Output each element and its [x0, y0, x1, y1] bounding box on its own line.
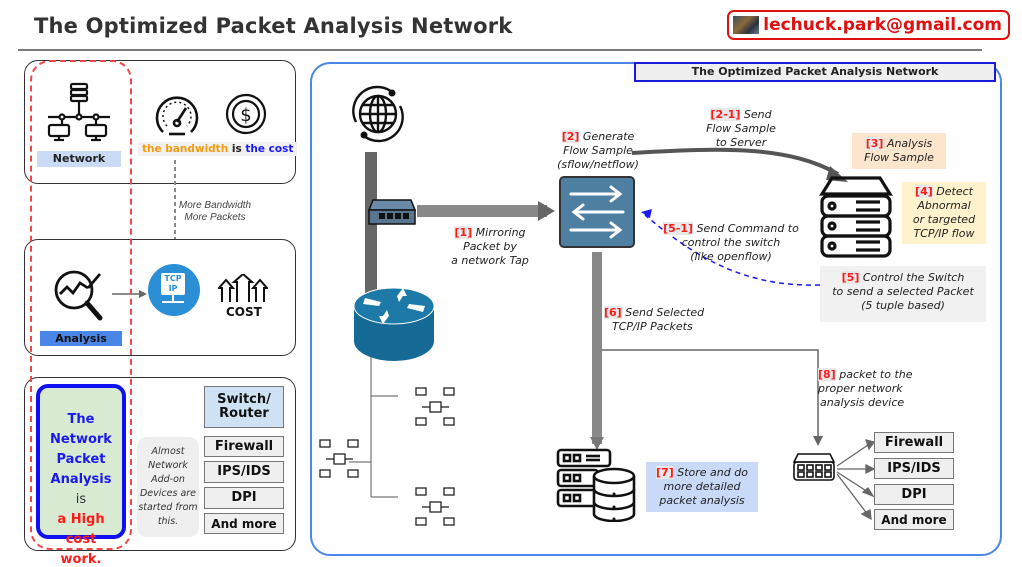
mirror-arrow-head	[538, 201, 555, 221]
storage-database-icon	[556, 448, 636, 522]
forward-arrow-head	[813, 436, 823, 446]
device-dpi: DPI	[204, 487, 284, 509]
step-1-mirroring: [1] Mirroring Packet by a network Tap	[451, 226, 529, 267]
analysis-label: Analysis	[40, 331, 122, 346]
cost-up-arrows-icon	[218, 274, 268, 302]
tcp-ip-screen: TCP IP	[161, 273, 185, 295]
speedometer-icon	[155, 96, 199, 136]
router-icon	[353, 287, 435, 361]
network-topology-icon	[47, 82, 110, 142]
step-5-control-switch: [5] Control the Switch to send a selecte…	[820, 266, 986, 322]
step-2-generate-flow: [2] Generate Flow Sample (sflow/netflow)	[557, 130, 639, 171]
sdn-switch-icon	[559, 176, 635, 248]
add-on-devices-note: Almost Network Add-on Devices are starte…	[137, 437, 199, 537]
analysis-focus-dashed-outline	[30, 60, 132, 550]
network-label: Network	[37, 151, 121, 167]
author-email: lechuck.park@gmail.com	[763, 15, 1002, 35]
step-5-1-send-command: [5-1] Send Command to control the switch…	[663, 222, 799, 263]
mirror-link	[417, 205, 547, 217]
control-command-arrow-head	[641, 209, 652, 218]
analysis-device-and-more: And more	[874, 509, 954, 530]
cost-label: COST	[226, 305, 262, 319]
store-arrow-head	[590, 437, 604, 450]
step-6-send-selected: [6] Send Selected TCP/IP Packets	[604, 306, 705, 333]
bandwidth-cost-caption: the bandwidth is the cost	[138, 142, 298, 156]
analysis-device-ips-ids: IPS/IDS	[874, 458, 954, 479]
step-2-1-send-flow: [2-1] Send Flow Sample to Server	[706, 108, 776, 149]
network-tap-icon	[367, 199, 417, 225]
subnet-icon	[319, 439, 359, 478]
is-text: is	[231, 143, 242, 155]
page-title: The Optimized Packet Analysis Network	[34, 14, 513, 38]
device-and-more: And more	[204, 513, 284, 534]
bandwidth-note: More Bandwidth More Packets	[170, 200, 260, 224]
analysis-server-icon	[819, 176, 893, 258]
forward-link	[602, 349, 819, 439]
packet-broker-icon	[792, 453, 836, 481]
cost-text: the cost	[245, 143, 294, 155]
bandwidth-note-line2: More Packets	[184, 212, 246, 223]
subnet-icon	[415, 387, 455, 426]
bandwidth-text: the bandwidth	[142, 143, 229, 155]
analysis-device-firewall: Firewall	[874, 432, 954, 453]
title-divider	[18, 49, 982, 51]
step-3-analysis-flow: [3] Analysis Flow Sample	[852, 133, 946, 169]
device-switch-router: Switch/ Router	[204, 386, 284, 428]
tcp-ip-icon: TCP IP	[148, 264, 200, 316]
dollar-coin-icon: $	[225, 93, 267, 135]
subnet-icon	[415, 487, 455, 526]
analysis-to-tcpip-arrow	[112, 290, 147, 298]
analysis-device-dpi: DPI	[874, 484, 954, 505]
author-avatar	[733, 16, 760, 34]
bandwidth-note-line1: More Bandwidth	[178, 200, 252, 211]
step-4-detect: [4] Detect Abnormal or targeted TCP/IP f…	[902, 182, 986, 244]
selected-packets-link	[592, 252, 602, 444]
flow-sample-arrow	[631, 147, 839, 176]
internet-globe-icon	[352, 85, 404, 143]
step-8-forward-packet: [8] packet to the proper network analysi…	[818, 368, 913, 409]
high-cost-statement: The Network Packet Analysis is a High co…	[36, 384, 126, 567]
panel-title: The Optimized Packet Analysis Network	[634, 62, 996, 82]
device-firewall: Firewall	[204, 436, 284, 457]
step-7-store-analysis: [7] Store and do more detailed packet an…	[646, 462, 758, 512]
analysis-magnifier-icon	[54, 270, 103, 321]
device-ips-ids: IPS/IDS	[204, 461, 284, 483]
author-email-badge: lechuck.park@gmail.com	[727, 10, 1010, 40]
svg-text:$: $	[240, 105, 251, 126]
